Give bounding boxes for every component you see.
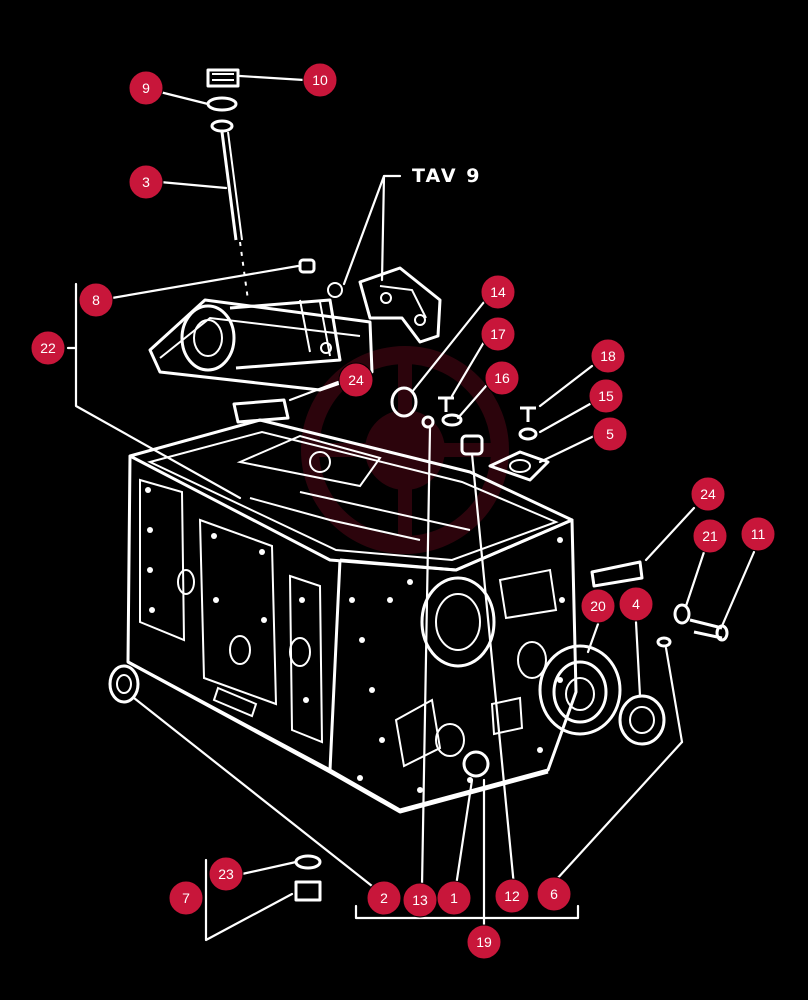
callout-label: 1 <box>450 890 458 906</box>
callout-label: 9 <box>142 80 150 96</box>
callout-5[interactable]: 5 <box>592 416 628 452</box>
plug-2 <box>108 664 140 704</box>
callout-19[interactable]: 19 <box>466 924 502 960</box>
washer-15 <box>518 427 538 441</box>
callout-label: 10 <box>312 72 328 88</box>
callout-11[interactable]: 11 <box>740 516 776 552</box>
callout-16[interactable]: 16 <box>484 360 520 396</box>
callout-label: 7 <box>182 890 190 906</box>
parts-drawing <box>108 68 729 902</box>
callout-17[interactable]: 17 <box>480 316 516 352</box>
callout-15[interactable]: 15 <box>588 378 624 414</box>
callout-label: 14 <box>490 284 506 300</box>
screw-18 <box>520 406 536 422</box>
bracket <box>358 266 442 344</box>
callout-label: 24 <box>348 372 364 388</box>
callout-label: 12 <box>504 888 520 904</box>
callout-24-side[interactable]: 24 <box>690 476 726 512</box>
callout-label: 24 <box>700 486 716 502</box>
screw-17 <box>438 396 454 412</box>
callout-22[interactable]: 22 <box>30 330 66 366</box>
callout-label: 15 <box>598 388 614 404</box>
callout-4[interactable]: 4 <box>618 586 654 622</box>
callout-label: 11 <box>751 526 766 542</box>
filler-cap <box>206 68 240 133</box>
callout-10[interactable]: 10 <box>302 62 338 98</box>
callout-9[interactable]: 9 <box>128 70 164 106</box>
callout-8[interactable]: 8 <box>78 282 114 318</box>
callout-14[interactable]: 14 <box>480 274 516 310</box>
callout-label: 20 <box>590 598 606 614</box>
cover-5 <box>488 450 550 482</box>
washer-23 <box>294 854 322 870</box>
callout-1[interactable]: 1 <box>436 880 472 916</box>
small-plug <box>298 258 316 274</box>
gearbox-housing <box>126 418 578 814</box>
callout-label: 18 <box>600 348 616 364</box>
housing-bolts <box>145 487 565 793</box>
callout-12[interactable]: 12 <box>494 878 530 914</box>
callout-23[interactable]: 23 <box>208 856 244 892</box>
callout-24-top[interactable]: 24 <box>338 362 374 398</box>
plug-7 <box>294 880 322 902</box>
callout-2[interactable]: 2 <box>366 880 402 916</box>
gasket-24-top <box>232 398 290 424</box>
washer-16 <box>441 413 463 427</box>
pin-13 <box>421 415 435 429</box>
gasket-24-side <box>590 560 644 588</box>
callout-label: 21 <box>702 528 718 544</box>
callout-label: 2 <box>380 890 388 906</box>
callout-label: 6 <box>550 886 558 902</box>
callout-label: 4 <box>632 596 640 612</box>
callout-3[interactable]: 3 <box>128 164 164 200</box>
callout-20[interactable]: 20 <box>580 588 616 624</box>
washer-21 <box>673 603 691 625</box>
pin-6 <box>656 636 672 648</box>
dipstick <box>220 131 249 301</box>
callout-label: 16 <box>494 370 510 386</box>
callout-label: 8 <box>92 292 100 308</box>
callout-7[interactable]: 7 <box>168 880 204 916</box>
reference-label: TAV 9 <box>412 165 481 187</box>
callout-21[interactable]: 21 <box>692 518 728 554</box>
callout-label: 17 <box>490 326 506 342</box>
plug-14 <box>390 386 418 418</box>
callout-13[interactable]: 13 <box>402 882 438 918</box>
callout-18[interactable]: 18 <box>590 338 626 374</box>
callout-label: 19 <box>476 934 492 950</box>
callout-label: 3 <box>142 174 150 190</box>
bearing-housing-20 <box>538 644 622 736</box>
leader-lines <box>66 74 756 942</box>
callout-label: 13 <box>412 892 428 908</box>
top-cover <box>148 282 374 392</box>
callout-label: 5 <box>606 426 614 442</box>
callout-label: 23 <box>218 866 234 882</box>
plug-19 <box>462 750 490 778</box>
callouts: 10 9 3 8 22 14 17 24 16 18 15 5 24 21 11… <box>30 62 776 960</box>
seal-ring-4 <box>618 694 666 746</box>
callout-6[interactable]: 6 <box>536 876 572 912</box>
callout-label: 22 <box>40 340 56 356</box>
